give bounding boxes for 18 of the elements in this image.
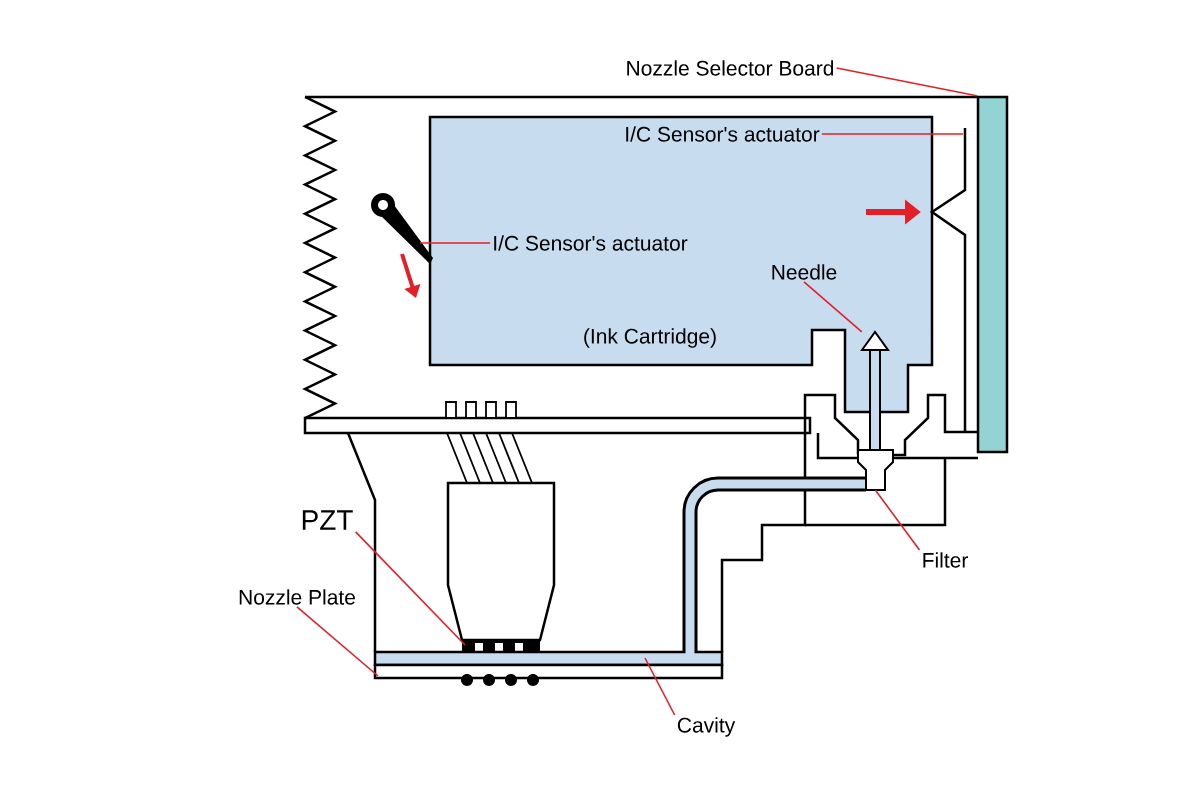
- callout-label: I/C Sensor's actuator: [494, 235, 688, 251]
- callout-label: Nozzle Plate: [239, 589, 355, 605]
- callout-label: Filter: [923, 552, 968, 568]
- leader-line: [419, 242, 491, 244]
- leader-line: [803, 281, 863, 333]
- leader-line: [354, 531, 466, 646]
- filter: [857, 449, 894, 491]
- callout-label: Needle: [772, 264, 837, 280]
- callout-label: Nozzle Selector Board: [627, 60, 834, 76]
- callout-label: PZT: [302, 510, 353, 530]
- leader-line: [835, 67, 978, 97]
- leader-line: [296, 606, 379, 677]
- leader-line: [821, 133, 964, 135]
- leader-line: [874, 489, 921, 551]
- callout-label: Cavity: [677, 717, 736, 737]
- callout-label: I/C Sensor's actuator: [626, 126, 820, 142]
- leader-line: [644, 657, 676, 716]
- circuit-board: [976, 95, 1009, 454]
